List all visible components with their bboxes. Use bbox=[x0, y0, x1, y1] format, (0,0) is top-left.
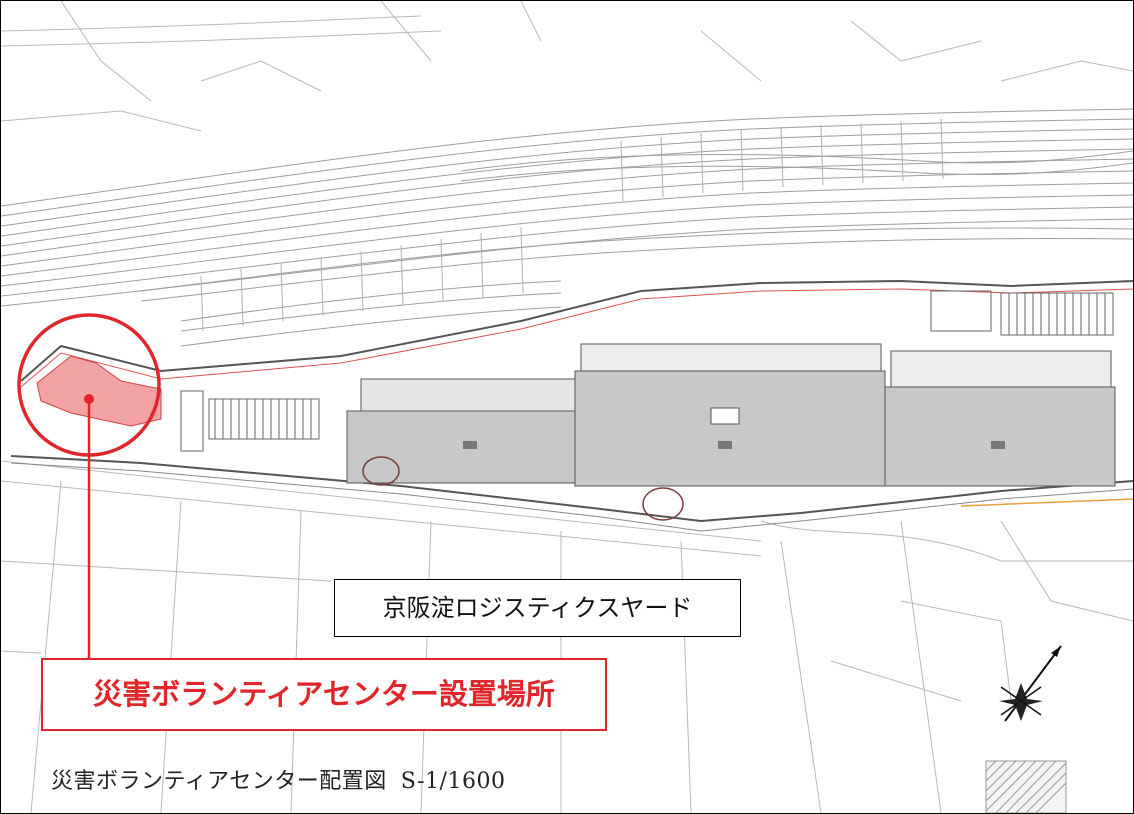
facility-name-label: 京阪淀ロジスティクスヤード bbox=[334, 579, 741, 637]
volunteer-center-site bbox=[17, 313, 162, 659]
railway-tracks bbox=[1, 108, 1133, 347]
hatched-area bbox=[985, 760, 1067, 813]
warehouse-block-west bbox=[346, 410, 576, 484]
caption-scale: S-1/1600 bbox=[400, 769, 506, 794]
warehouse-block-center bbox=[574, 370, 886, 487]
caption-title: 災害ボランティアセンター配置図 bbox=[51, 769, 387, 794]
landscape-features bbox=[362, 456, 684, 521]
warehouse-markings bbox=[463, 441, 1005, 449]
warehouse-block-east bbox=[884, 386, 1116, 487]
volunteer-center-site-label: 災害ボランティアセンター設置場所 bbox=[41, 658, 607, 731]
north-arrow-icon bbox=[999, 645, 1062, 722]
warehouse-buildings bbox=[346, 343, 1116, 487]
map-caption: 災害ボランティアセンター配置図 S-1/1600 bbox=[51, 763, 505, 795]
track-ties bbox=[200, 118, 944, 332]
parking-areas bbox=[180, 290, 1114, 452]
